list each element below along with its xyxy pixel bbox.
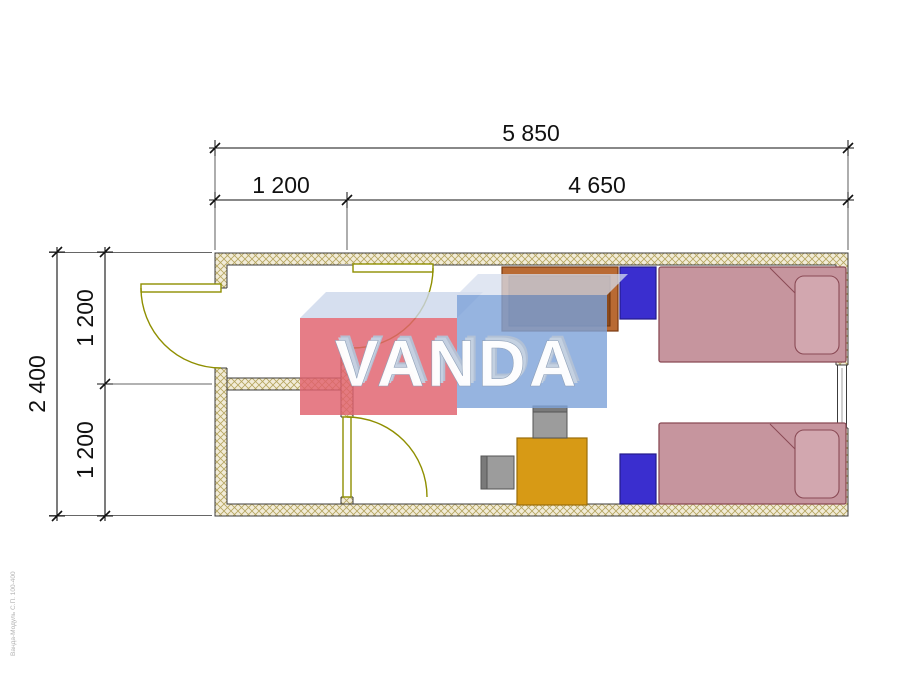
watermark-text-extrude: VANDA: [340, 321, 585, 395]
drawing-side-note: Ванда-Модуль С.П. 100-400: [10, 571, 17, 656]
table: [516, 437, 588, 506]
dimension-top-segments: 1 200 4 650: [209, 172, 854, 208]
entry-door-leaf: [140, 283, 222, 293]
pillow-bottom: [794, 429, 840, 499]
watermark-top-face-right: [457, 274, 628, 295]
bottom-room-door-swing-arc: [346, 416, 428, 498]
bottom-room-door-leaf: [342, 416, 352, 498]
entry-door: [140, 283, 222, 369]
nightstand-bottom: [619, 453, 657, 505]
dimension-top-total: 5 850: [209, 120, 854, 156]
watermark-text: VANDA VANDA VANDA: [334, 321, 585, 400]
entry-door-opening: [213, 288, 229, 368]
bed-bottom: [658, 422, 847, 505]
bed-top: [658, 266, 847, 363]
dimension-label-room-top-depth: 1 200: [72, 289, 98, 347]
watermark-text-face: VANDA: [335, 326, 580, 400]
entry-door-swing-arc: [140, 287, 222, 369]
window: [834, 364, 850, 429]
dimension-label-total-width: 5 850: [502, 120, 560, 146]
dimension-label-room-width: 4 650: [568, 172, 626, 198]
dimension-left-total: 2 400: [24, 246, 65, 522]
dimension-label-room-bottom-depth: 1 200: [72, 421, 98, 479]
top-room-door-leaf: [352, 263, 434, 273]
dimension-left-segments: 1 200 1 200: [72, 246, 113, 522]
dimension-label-total-depth: 2 400: [24, 355, 50, 413]
watermark-top-face-left: [300, 292, 483, 318]
chair-left: [480, 455, 515, 490]
watermark-blue-block: [457, 295, 607, 408]
pillow-top: [794, 275, 840, 355]
bottom-room-door: [342, 416, 428, 498]
dimension-label-entry-width: 1 200: [252, 172, 310, 198]
watermark: VANDA VANDA VANDA: [300, 274, 628, 415]
watermark-red-block: [300, 318, 457, 415]
watermark-text-extrude: VANDA: [338, 323, 583, 397]
chair-top: [532, 405, 568, 439]
